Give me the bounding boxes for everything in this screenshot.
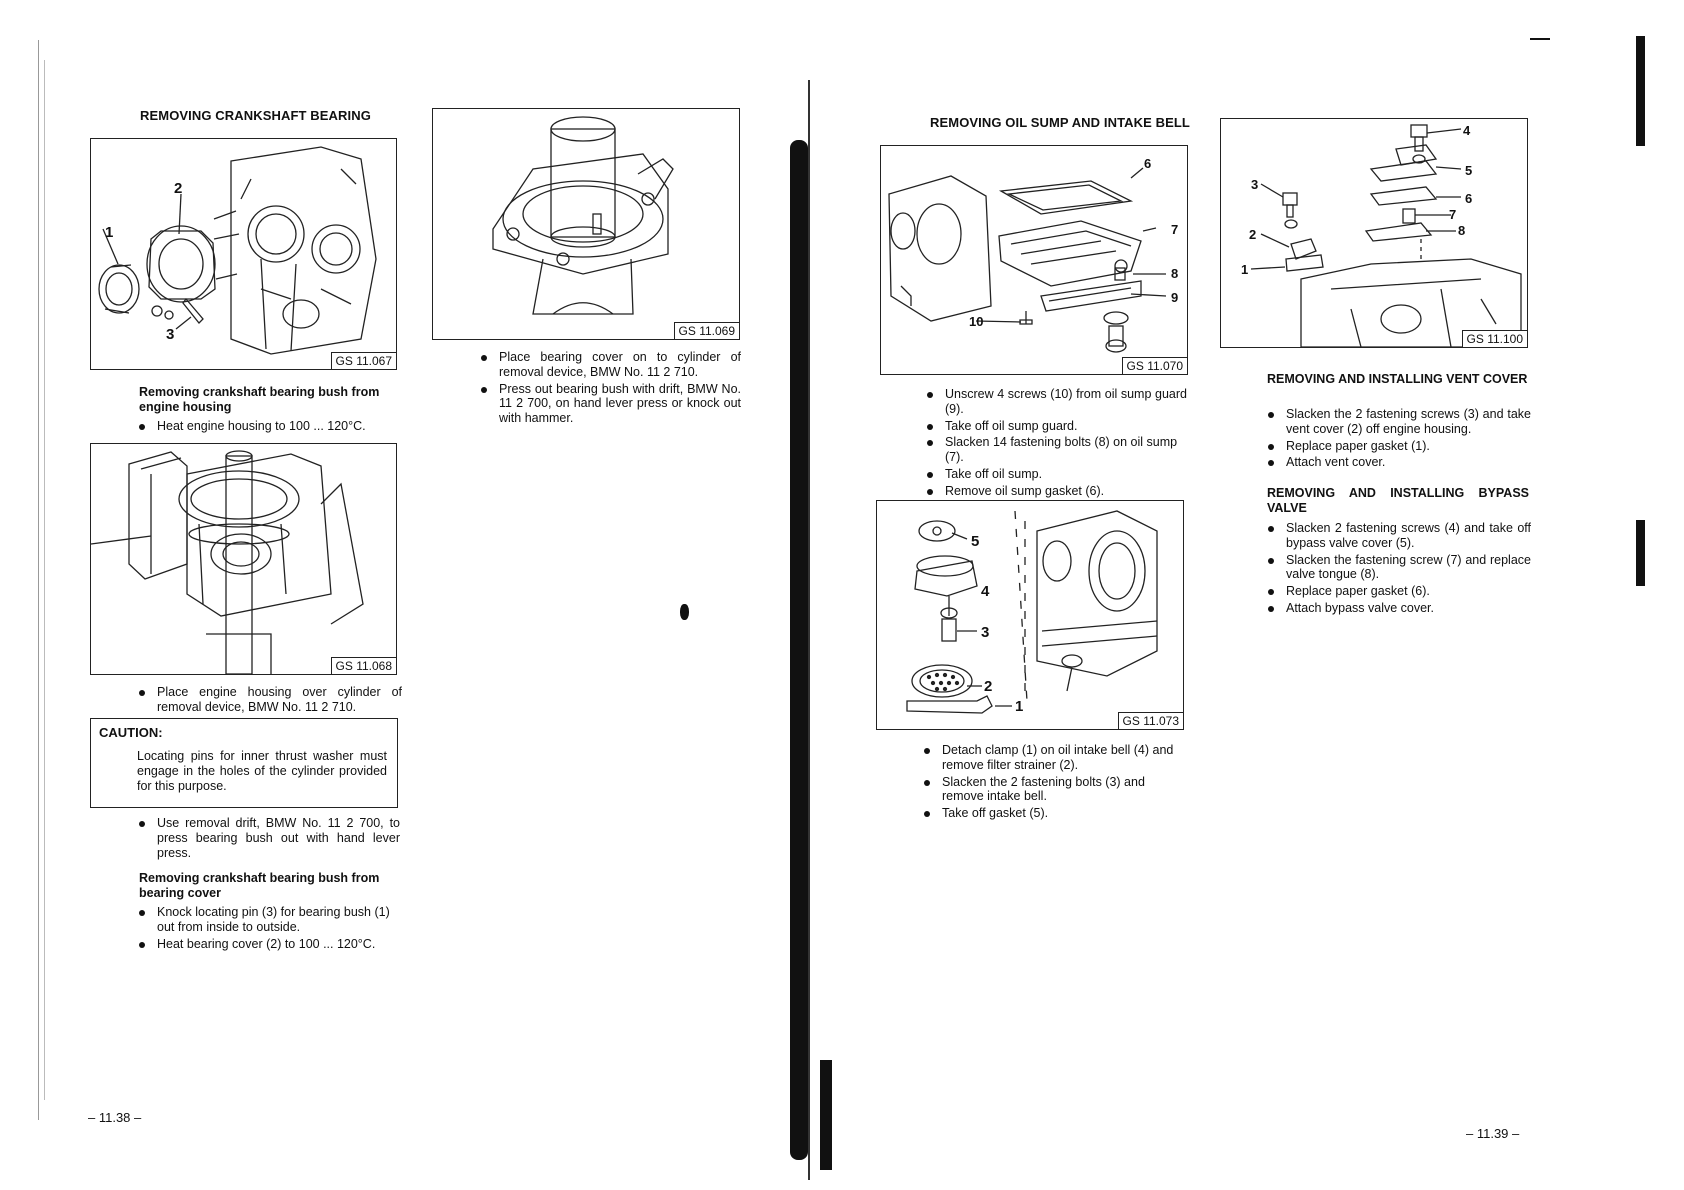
right-page-number: – 11.39 – [1466, 1126, 1520, 1141]
callout-10: 10 [969, 314, 983, 329]
oil-intake-bell-exploded-drawing: 5 4 3 2 1 [906, 510, 1158, 715]
caution-box: CAUTION: Locating pins for inner thrust … [90, 718, 398, 808]
figure-label: GS 11.100 [1461, 330, 1527, 347]
figure-gs-11-100: 4 5 6 7 8 3 2 1 GS 11.100 [1220, 118, 1528, 348]
callout-4: 4 [1463, 123, 1471, 138]
list-item: Press out bearing bush with drift, BMW N… [479, 382, 741, 426]
left-heading: REMOVING CRANKSHAFT BEARING [140, 108, 371, 123]
left-steps-4: Knock locating pin (3) for bearing bush … [137, 905, 402, 953]
left-steps-2: Place engine housing over cylinder of re… [137, 685, 402, 717]
right-steps-3: Slacken the 2 fastening screws (3) and t… [1266, 407, 1531, 472]
list-item: Slacken 14 fastening bolts (8) on oil su… [925, 435, 1187, 465]
callout-6: 6 [1465, 191, 1472, 206]
center-spine-bottom [820, 1060, 832, 1170]
callout-2: 2 [984, 678, 992, 695]
scan-dot [680, 604, 689, 620]
left-subheading-2: Removing crankshaft bearing bush from be… [139, 871, 380, 900]
left-steps-3: Use removal drift, BMW No. 11 2 700, to … [137, 816, 400, 862]
callout-7: 7 [1449, 207, 1456, 222]
callout-3: 3 [166, 326, 174, 343]
list-item: Remove oil sump gasket (6). [925, 484, 1187, 499]
list-item: Replace paper gasket (6). [1266, 584, 1531, 599]
right-heading: REMOVING OIL SUMP AND INTAKE BELL [930, 115, 1190, 130]
callout-8: 8 [1458, 223, 1465, 238]
list-item: Unscrew 4 screws (10) from oil sump guar… [925, 387, 1187, 417]
list-item: Use removal drift, BMW No. 11 2 700, to … [137, 816, 400, 860]
callout-5: 5 [1465, 163, 1472, 178]
callout-5: 5 [971, 533, 979, 550]
figure-gs-11-070: 6 7 8 9 10 GS 11.070 [880, 145, 1188, 375]
callout-1: 1 [1241, 262, 1248, 277]
figure-gs-11-073: 5 4 3 2 1 GS 11.073 [876, 500, 1184, 730]
right-heading-3: REMOVING AND INSTALLING BYPASS VALVE [1267, 486, 1529, 515]
left-subheading-1: Removing crankshaft bearing bush from en… [139, 385, 380, 414]
list-item: Slacken 2 fastening screws (4) and take … [1266, 521, 1531, 551]
callout-2: 2 [1249, 227, 1256, 242]
callout-3: 3 [981, 624, 989, 641]
list-item: Knock locating pin (3) for bearing bush … [137, 905, 402, 935]
center-spine-shadow [790, 140, 808, 1160]
list-item: Slacken the fastening screw (7) and repl… [1266, 553, 1531, 583]
figure-gs-11-068: GS 11.068 [90, 443, 397, 675]
list-item: Replace paper gasket (1). [1266, 439, 1531, 454]
list-item: Take off oil sump guard. [925, 419, 1187, 434]
center-spine-thin [808, 80, 810, 1180]
figure-label: GS 11.069 [673, 322, 739, 339]
list-item: Slacken the 2 fastening screws (3) and t… [1266, 407, 1531, 437]
callout-9: 9 [1171, 290, 1178, 305]
callout-3: 3 [1251, 177, 1258, 192]
callout-1: 1 [105, 224, 113, 241]
right-edge-mark-mid [1636, 520, 1645, 586]
callout-8: 8 [1171, 266, 1178, 281]
right-steps-2: Detach clamp (1) on oil intake bell (4) … [922, 743, 1187, 823]
list-item: Heat engine housing to 100 ... 120°C. [137, 419, 407, 434]
left-edge-line [38, 40, 39, 1120]
figure-label: GS 11.073 [1117, 712, 1183, 729]
list-item: Take off gasket (5). [922, 806, 1187, 821]
oil-sump-exploded-drawing: 6 7 8 9 10 [888, 156, 1178, 353]
figure-label: GS 11.070 [1121, 357, 1187, 374]
right-top-dash [1530, 38, 1550, 40]
list-item: Place engine housing over cylinder of re… [137, 685, 402, 715]
list-item: Take off oil sump. [925, 467, 1187, 482]
left-steps-1: Heat engine housing to 100 ... 120°C. [137, 419, 407, 436]
left-steps-5: Place bearing cover on to cylinder of re… [479, 350, 741, 428]
crankshaft-bearing-exploded-drawing: 2 1 3 [98, 146, 377, 355]
callout-7: 7 [1171, 222, 1178, 237]
list-item: Attach bypass valve cover. [1266, 601, 1531, 616]
left-page-number: – 11.38 – [88, 1110, 142, 1125]
left-edge-line-2 [44, 60, 45, 1100]
right-heading-2: REMOVING AND INSTALLING VENT COVER [1267, 372, 1528, 386]
engine-housing-on-cylinder-drawing [91, 450, 364, 674]
right-edge-mark-top [1636, 36, 1645, 146]
callout-4: 4 [981, 583, 990, 600]
vent-cover-bypass-valve-exploded-drawing: 4 5 6 7 8 3 2 1 [1241, 123, 1522, 347]
figure-gs-11-067: 2 1 3 GS 11.067 [90, 138, 397, 370]
list-item: Attach vent cover. [1266, 455, 1531, 470]
list-item: Place bearing cover on to cylinder of re… [479, 350, 741, 380]
callout-6: 6 [1144, 156, 1151, 171]
figure-label: GS 11.068 [330, 657, 396, 674]
bearing-cover-on-cylinder-drawing [492, 116, 674, 315]
figure-label: GS 11.067 [330, 352, 396, 369]
figure-gs-11-069: GS 11.069 [432, 108, 740, 340]
right-steps-1: Unscrew 4 screws (10) from oil sump guar… [925, 387, 1187, 500]
list-item: Heat bearing cover (2) to 100 ... 120°C. [137, 937, 402, 952]
list-item: Detach clamp (1) on oil intake bell (4) … [922, 743, 1187, 773]
caution-title: CAUTION: [99, 725, 163, 740]
caution-text: Locating pins for inner thrust washer mu… [137, 749, 387, 793]
callout-1: 1 [1015, 698, 1023, 715]
list-item: Slacken the 2 fastening bolts (3) and re… [922, 775, 1187, 805]
callout-2: 2 [174, 180, 182, 197]
right-steps-4: Slacken 2 fastening screws (4) and take … [1266, 521, 1531, 618]
